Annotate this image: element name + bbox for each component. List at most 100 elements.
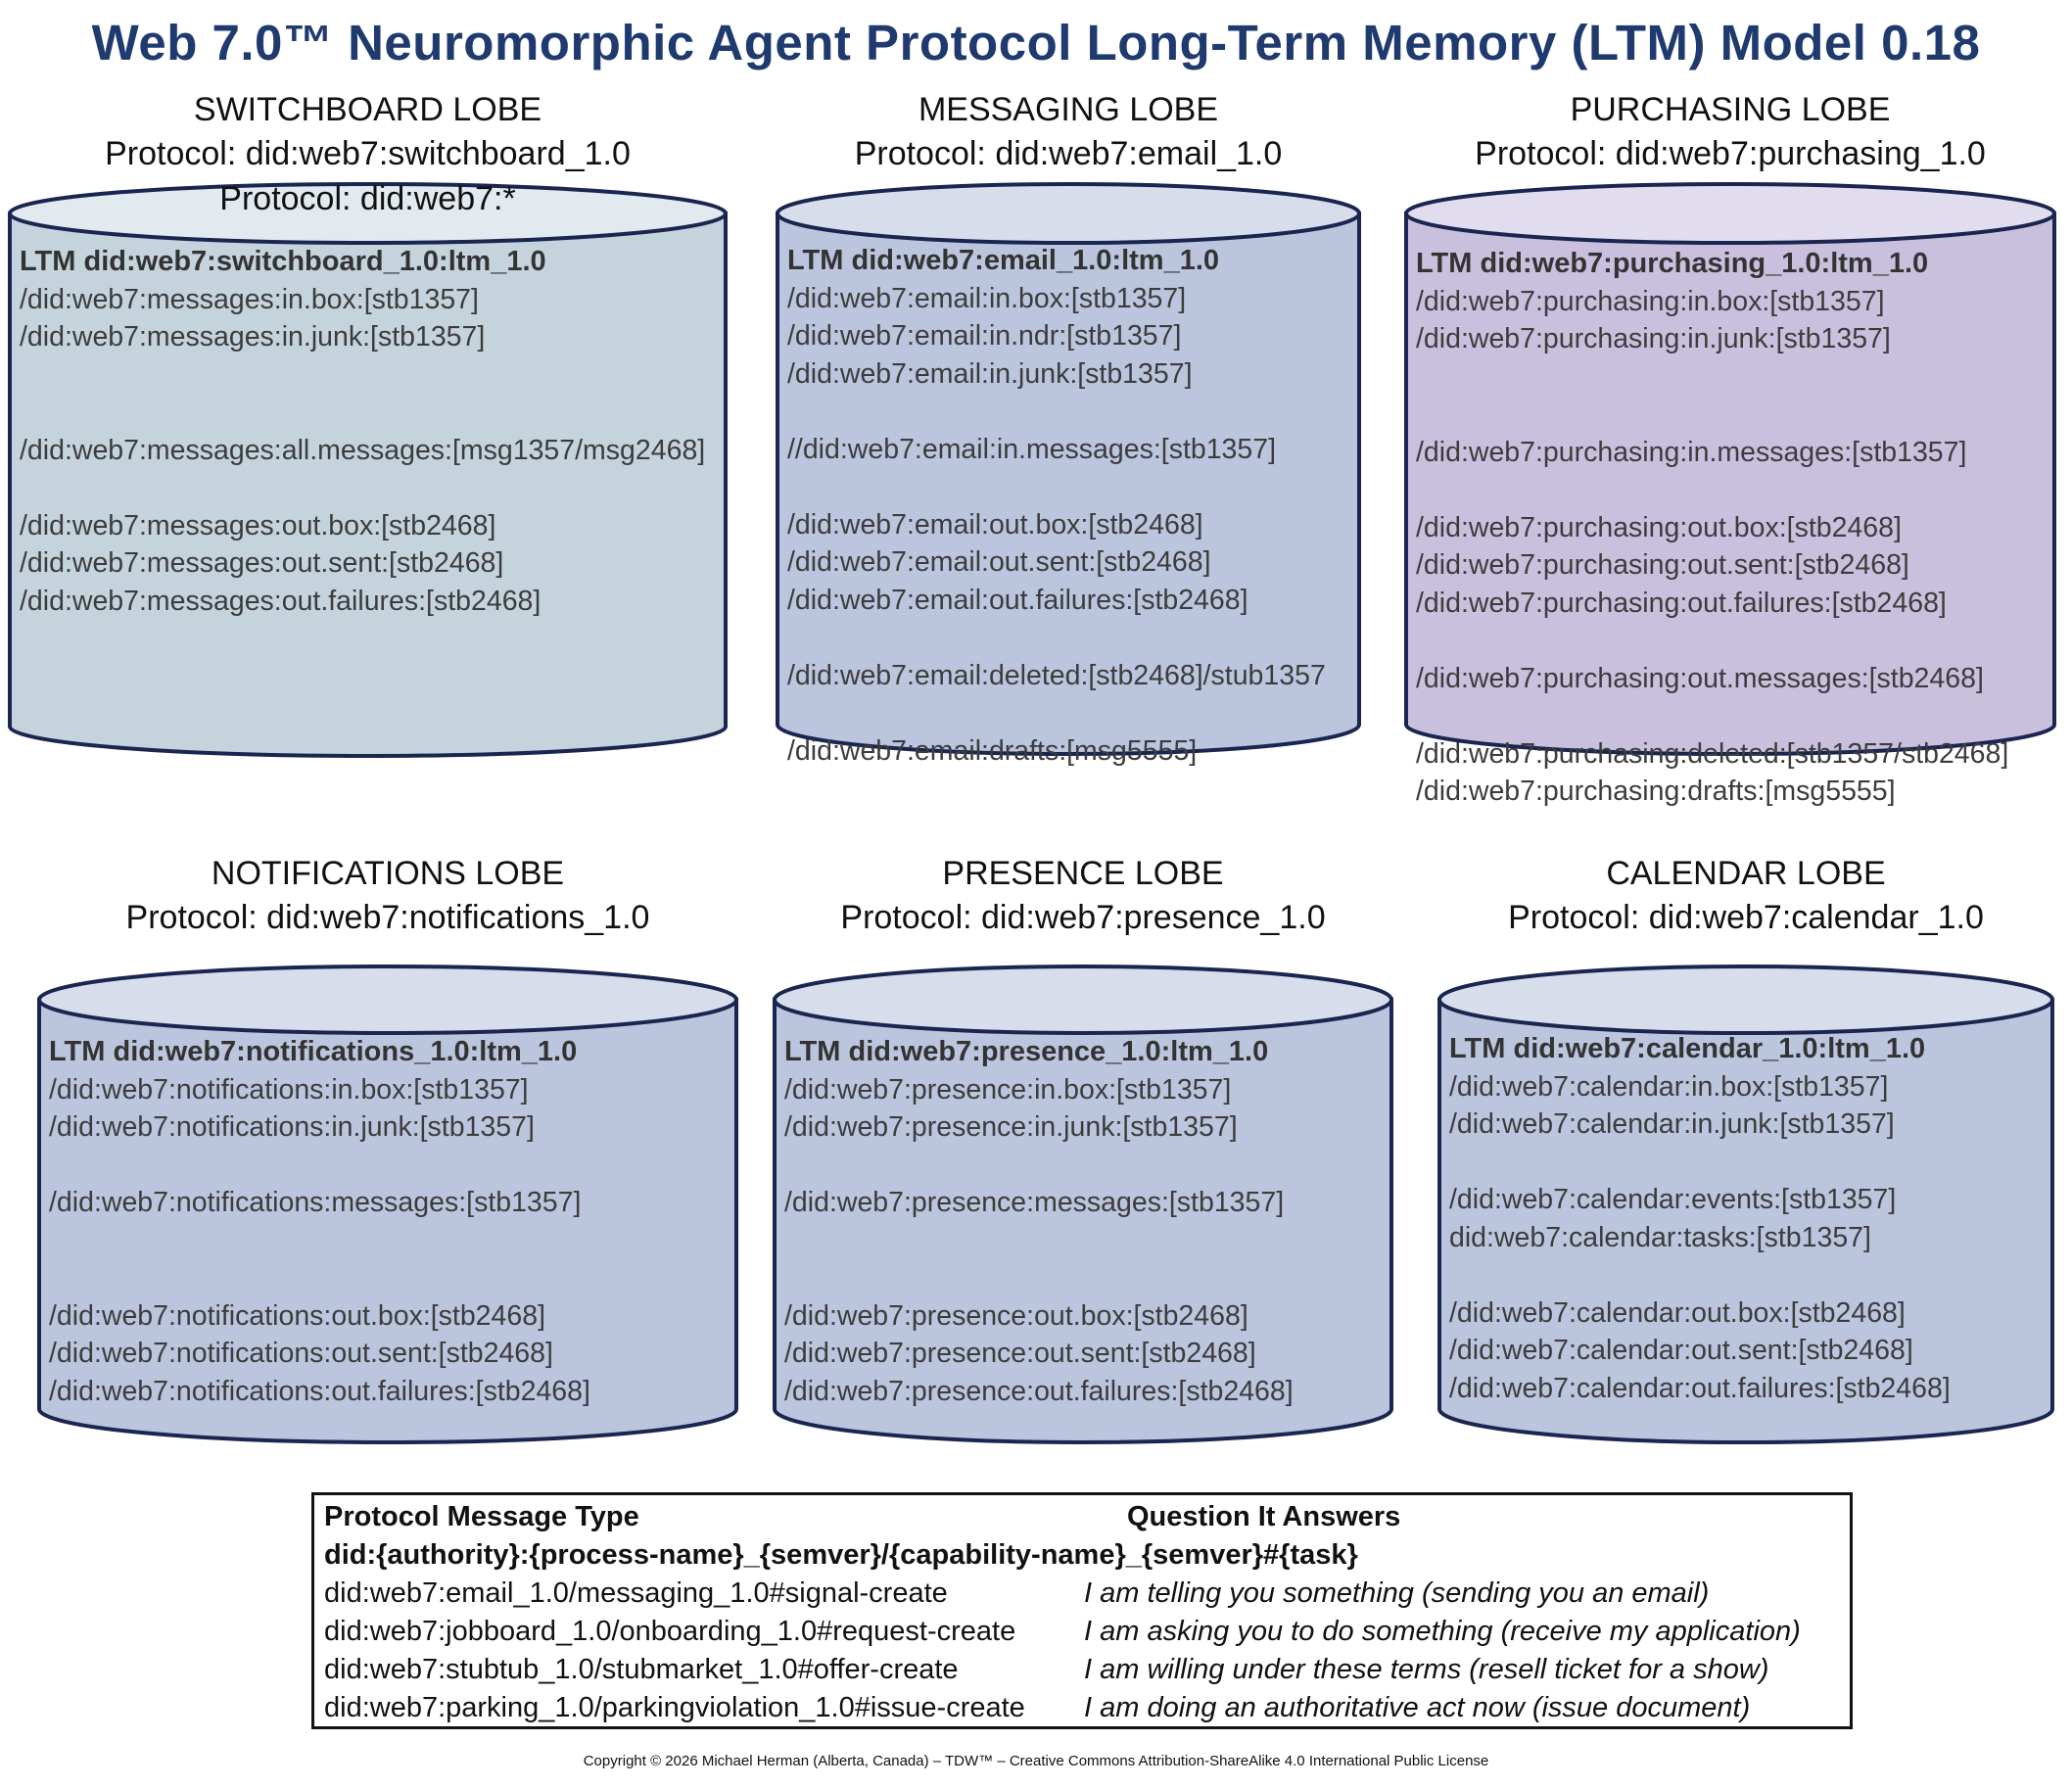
memory-path-line: /did:web7:presence:out.sent:[stb2468] <box>784 1338 1256 1369</box>
memory-path-line <box>20 469 705 507</box>
memory-path-line: /did:web7:presence:in.box:[stb1357] <box>784 1073 1232 1106</box>
memory-paths: /did:web7:messages:in.box:[stb1357] /did:… <box>20 281 705 621</box>
memory-path-line <box>1416 396 2008 434</box>
cylinder-body <box>1404 212 2056 756</box>
memory-path-line: /did:web7:calendar:in.box:[stb1357] <box>1449 1070 1889 1103</box>
cylinder-top <box>1404 182 2056 245</box>
cylinder-shape <box>773 965 1393 1444</box>
legend-question: I am doing an authoritative act now (iss… <box>1084 1692 1751 1723</box>
memory-path-line <box>787 393 1326 431</box>
legend-question: I am asking you to do something (receive… <box>1084 1616 1801 1647</box>
memory-path-line: /did:web7:messages:all.messages:[msg1357… <box>20 434 706 466</box>
memory-path-line <box>20 356 705 395</box>
lobe-name: NOTIFICATIONS LOBE <box>211 855 565 892</box>
memory-path-line <box>1416 358 2008 397</box>
ltm-heading: LTM did:web7:notifications_1.0:ltm_1.0 <box>49 1036 578 1067</box>
cylinder-body <box>1437 998 2054 1444</box>
memory-path-line: /did:web7:notifications:out.sent:[stb246… <box>49 1338 553 1369</box>
cylinder-shape <box>1437 965 2054 1444</box>
legend-header-question: Question It Answers <box>1127 1501 1401 1532</box>
legend-row: did:web7:email_1.0/messaging_1.0#signal-… <box>324 1577 1840 1616</box>
messaging-lobe: MESSAGING LOBE Protocol: did:web7:email_… <box>776 88 1361 813</box>
cylinder-shape <box>37 965 738 1444</box>
memory-path-line <box>1416 622 2008 660</box>
memory-path-line: /did:web7:presence:messages:[stb1357] <box>784 1187 1285 1218</box>
memory-paths: /did:web7:presence:in.box:[stb1357] /did:… <box>784 1071 1294 1411</box>
memory-path-line: /did:web7:purchasing:drafts:[msg5555] <box>1416 776 1896 807</box>
memory-path-line: /did:web7:calendar:out.box:[stb2468] <box>1449 1296 1906 1329</box>
memory-path-line: /did:web7:messages:out.box:[stb2468] <box>20 509 496 541</box>
memory-path-line: /did:web7:messages:in.box:[stb1357] <box>20 283 479 315</box>
memory-path-line: /did:web7:email:deleted:[stb2468]/stub13… <box>787 659 1326 691</box>
memory-path-line <box>49 1222 590 1260</box>
legend-message-type: did:web7:jobboard_1.0/onboarding_1.0#req… <box>324 1616 1016 1647</box>
memory-path-line: did:web7:calendar:tasks:[stb1357] <box>1449 1221 1871 1253</box>
lobe-name: SWITCHBOARD LOBE <box>193 91 542 128</box>
lobe-protocol: Protocol: did:web7:email_1.0 <box>854 135 1283 172</box>
protocol-legend-table: Protocol Message Type Question It Answer… <box>311 1492 1853 1729</box>
ltm-heading: LTM did:web7:switchboard_1.0:ltm_1.0 <box>20 246 546 277</box>
memory-path-line: /did:web7:purchasing:out.box:[stb2468] <box>1416 511 1902 543</box>
memory-path-line: //did:web7:email:in.messages:[stb1357] <box>787 433 1277 465</box>
switchboard-lobe: SWITCHBOARD LOBE Protocol: did:web7:swit… <box>8 88 728 813</box>
memory-path-line: /did:web7:purchasing:in.messages:[stb135… <box>1416 436 1967 468</box>
memory-path-line: /did:web7:email:out.sent:[stb2468] <box>787 546 1211 578</box>
cylinder-shape <box>8 182 728 758</box>
presence-lobe: PRESENCE LOBE Protocol: did:web7:presenc… <box>773 852 1393 1444</box>
memory-path-line: /did:web7:email:in.ndr:[stb1357] <box>787 320 1182 352</box>
cylinder-top <box>776 182 1361 245</box>
memory-path-line: /did:web7:email:in.junk:[stb1357] <box>787 357 1193 390</box>
ltm-heading: LTM did:web7:purchasing_1.0:ltm_1.0 <box>1416 248 1929 279</box>
cylinder-body <box>773 998 1393 1444</box>
memory-path-line: /did:web7:email:out.box:[stb2468] <box>787 508 1203 541</box>
legend-row: did:web7:stubtub_1.0/stubmarket_1.0#offe… <box>324 1654 1840 1692</box>
memory-path-line: /did:web7:presence:out.box:[stb2468] <box>784 1299 1248 1332</box>
ltm-heading: LTM did:web7:email_1.0:ltm_1.0 <box>787 245 1220 276</box>
memory-path-line: /did:web7:purchasing:in.junk:[stb1357] <box>1416 323 1891 354</box>
memory-path-line <box>787 694 1326 732</box>
legend-header: Protocol Message Type Question It Answer… <box>324 1501 1840 1539</box>
memory-path-line <box>787 619 1326 657</box>
memory-path-line: /did:web7:calendar:out.failures:[stb2468… <box>1449 1372 1951 1404</box>
lobe-name: PURCHASING LOBE <box>1570 91 1891 128</box>
lobe-protocol: Protocol: did:web7:switchboard_1.0 <box>105 135 631 172</box>
lobe-name: CALENDAR LOBE <box>1606 855 1886 892</box>
diagram-title: Web 7.0™ Neuromorphic Agent Protocol Lon… <box>91 15 1981 71</box>
lobe-protocol-extra: Protocol: did:web7:* <box>219 180 516 217</box>
lobe-name: PRESENCE LOBE <box>942 855 1224 892</box>
legend-format: did:{authority}:{process-name}_{semver}/… <box>324 1539 1358 1571</box>
memory-path-line: /did:web7:calendar:in.junk:[stb1357] <box>1449 1108 1895 1140</box>
memory-path-line <box>49 1259 590 1297</box>
legend-message-type: did:web7:email_1.0/messaging_1.0#signal-… <box>324 1577 948 1609</box>
memory-paths: /did:web7:purchasing:in.box:[stb1357] /di… <box>1416 283 2008 811</box>
memory-path-line: /did:web7:email:drafts:[msg5555] <box>787 734 1198 767</box>
cylinder <box>8 182 728 907</box>
memory-path-line: /did:web7:calendar:events:[stb1357] <box>1449 1184 1897 1215</box>
memory-path-line <box>1449 1144 1951 1182</box>
memory-path-line: /did:web7:purchasing:in.box:[stb1357] <box>1416 285 1885 317</box>
legend-question: I am willing under these terms (resell t… <box>1084 1654 1769 1685</box>
memory-path-line <box>1416 697 2008 735</box>
memory-path-line: /did:web7:presence:out.failures:[stb2468… <box>784 1375 1294 1407</box>
cylinder-shape <box>776 182 1361 756</box>
lobe-protocol: Protocol: did:web7:notifications_1.0 <box>125 899 650 936</box>
legend-row: did:web7:parking_1.0/parkingviolation_1.… <box>324 1692 1840 1730</box>
memory-path-line <box>49 1147 590 1185</box>
memory-path-line <box>1416 471 2008 509</box>
legend-message-type: did:web7:stubtub_1.0/stubmarket_1.0#offe… <box>324 1654 959 1685</box>
memory-path-line: /did:web7:notifications:in.box:[stb1357] <box>49 1073 529 1106</box>
memory-paths: /did:web7:email:in.box:[stb1357]/did:web… <box>787 280 1326 771</box>
memory-path-line <box>20 394 705 432</box>
memory-path-line: /did:web7:messages:out.failures:[stb2468… <box>20 585 542 617</box>
memory-path-line: /did:web7:purchasing:out.sent:[stb2468] <box>1416 549 1909 581</box>
lobe-protocol: Protocol: did:web7:presence_1.0 <box>840 899 1326 936</box>
lobe-protocol: Protocol: did:web7:calendar_1.0 <box>1508 899 1984 936</box>
memory-path-line: /did:web7:notifications:in.junk:[stb1357… <box>49 1111 535 1143</box>
lobe-protocol: Protocol: did:web7:purchasing_1.0 <box>1475 135 1986 172</box>
memory-path-line: /did:web7:purchasing:out.failures:[stb24… <box>1416 587 1947 619</box>
memory-paths: /did:web7:calendar:in.box:[stb1357] /did:… <box>1449 1068 1951 1408</box>
ltm-heading: LTM did:web7:presence_1.0:ltm_1.0 <box>784 1036 1269 1067</box>
memory-path-line <box>1449 1256 1951 1294</box>
cylinder-body <box>8 212 728 758</box>
memory-path-line: /did:web7:email:out.failures:[stb2468] <box>787 584 1248 616</box>
